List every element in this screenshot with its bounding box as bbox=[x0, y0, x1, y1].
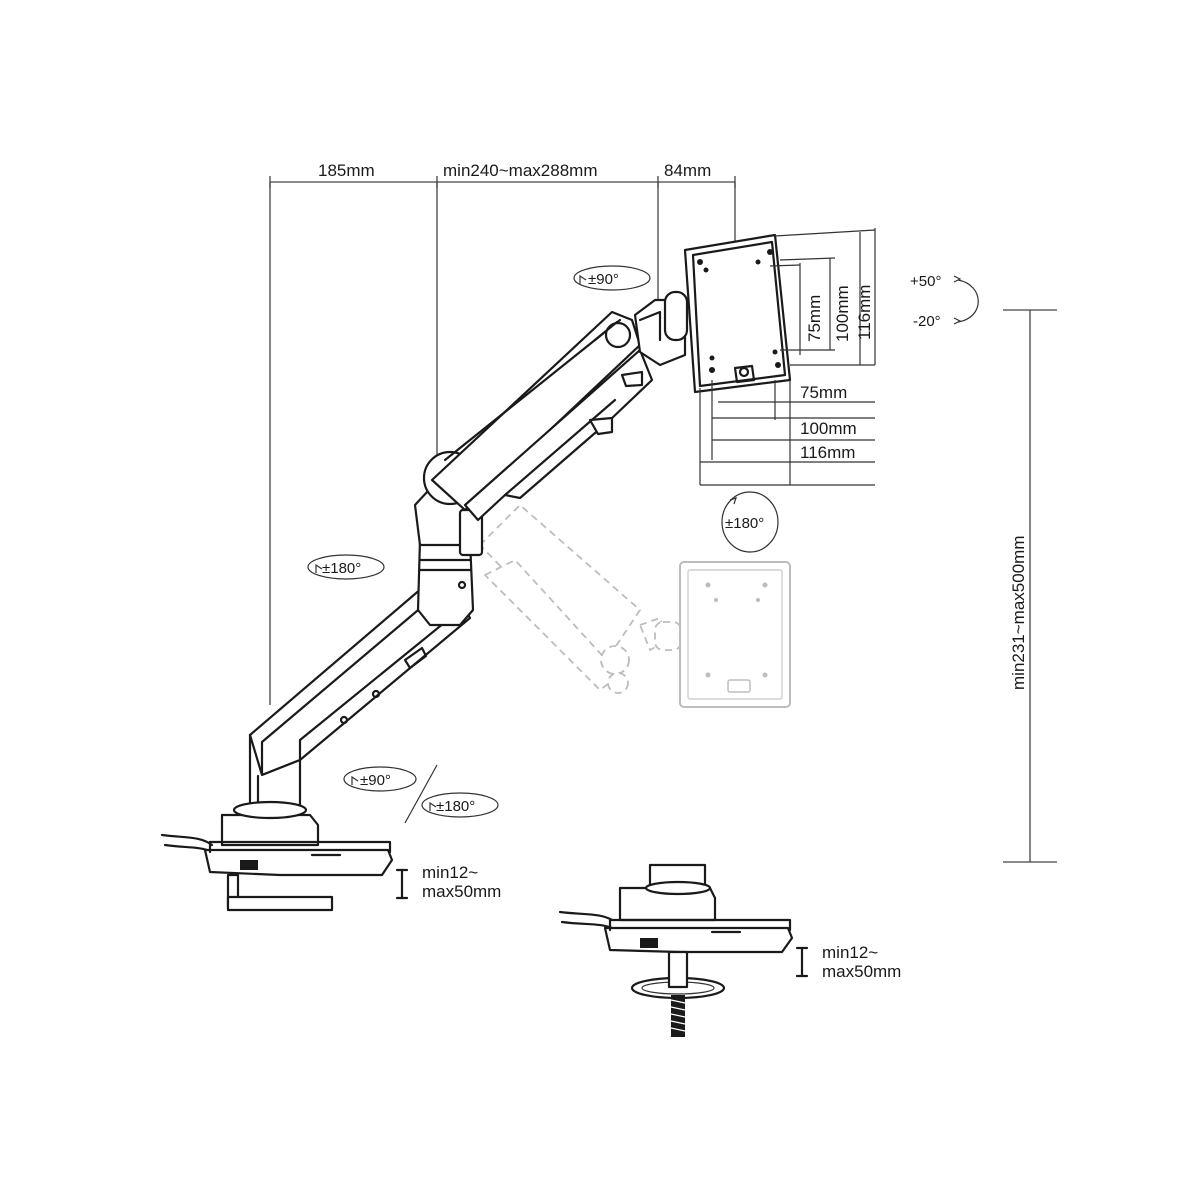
rotation-tilt: +50° -20° bbox=[910, 273, 979, 330]
monitor-arm-main bbox=[248, 233, 792, 810]
rotation-base: ±90° ±180° bbox=[343, 764, 499, 824]
vesa-vertical-116mm: 116mm bbox=[855, 285, 874, 340]
base-rotation-label-right: ±180° bbox=[436, 798, 475, 815]
tilt-down-label: -20° bbox=[913, 313, 941, 330]
monitor-rotate-label: ±180° bbox=[725, 515, 764, 532]
ghost-arm-position bbox=[479, 504, 791, 708]
dim-height-range: min231~max500mm bbox=[1009, 536, 1028, 691]
base-rotation-label-left: ±90° bbox=[360, 772, 391, 789]
rotation-elbow: ±180° bbox=[307, 554, 385, 580]
desk-clamp-left bbox=[160, 800, 409, 912]
dim-min240-max288mm: min240~max288mm bbox=[443, 161, 598, 180]
vesa-horizontal-116mm: 116mm bbox=[800, 443, 855, 462]
rotation-monitor-rotate: ±180° bbox=[721, 491, 779, 553]
grommet-mount-right bbox=[558, 863, 809, 1037]
clamp-left-line1: min12~ bbox=[422, 863, 478, 882]
clamp-right-line1: min12~ bbox=[822, 943, 878, 962]
clamp-left-line2: max50mm bbox=[422, 882, 501, 901]
vesa-dimension-grid bbox=[699, 228, 876, 486]
dim-84mm: 84mm bbox=[664, 161, 711, 180]
clamp-right-line2: max50mm bbox=[822, 962, 901, 981]
vesa-horizontal-75mm: 75mm bbox=[800, 383, 847, 402]
dim-185mm: 185mm bbox=[318, 161, 375, 180]
vesa-vertical-100mm: 100mm bbox=[833, 285, 852, 342]
height-dimension-line bbox=[1003, 309, 1057, 863]
top-dimension-lines bbox=[269, 176, 736, 705]
tilt-up-label: +50° bbox=[910, 273, 941, 290]
rotation-swivel-label: ±90° bbox=[588, 271, 619, 288]
vesa-horizontal-100mm: 100mm bbox=[800, 419, 857, 438]
elbow-rotation-label: ±180° bbox=[322, 560, 361, 577]
rotation-monitor-swivel: ±90° bbox=[573, 265, 651, 291]
vesa-vertical-75mm: 75mm bbox=[805, 295, 824, 342]
